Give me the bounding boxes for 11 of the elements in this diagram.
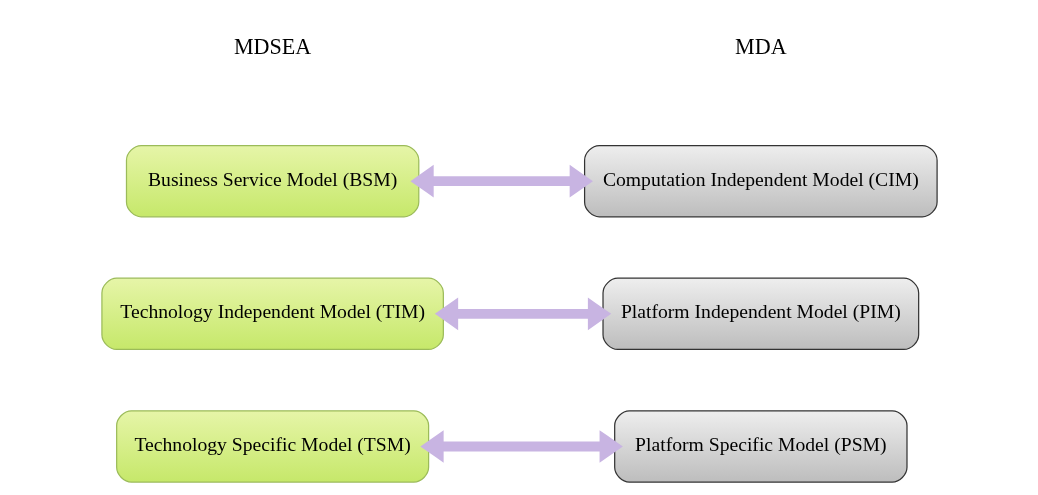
arrow — [434, 297, 611, 331]
node-box: Technology Specific Model (TSM) — [115, 410, 429, 483]
label: MDA — [734, 33, 787, 59]
node-box: Platform Independent Model (PIM) — [601, 277, 919, 351]
node-box: Business Service Model (BSM) — [125, 144, 419, 218]
arrow — [419, 430, 623, 463]
arrow — [409, 164, 593, 198]
node-box: Platform Specific Model (PSM) — [613, 410, 908, 483]
label: MDSEA — [233, 33, 311, 59]
node-box: Computation Independent Model (CIM) — [583, 144, 938, 218]
node-box: Technology Independent Model (TIM) — [100, 277, 444, 351]
